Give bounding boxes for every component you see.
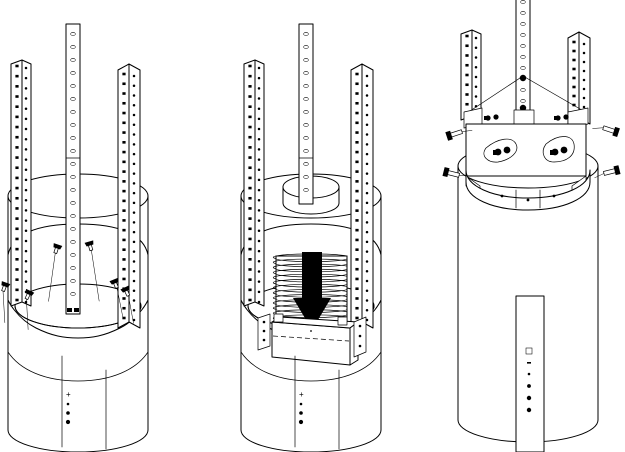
panel-3-drawing (442, 0, 621, 452)
rail-left-3 (460, 29, 482, 121)
door-strip-markers-2: + (298, 390, 304, 425)
chassis-module (271, 313, 359, 366)
rail-left-2 (243, 59, 265, 307)
mounting-screw (120, 285, 134, 324)
plate-fastener-row (484, 114, 569, 121)
rail-right-2 (350, 63, 374, 329)
cutout-hardware-right (550, 146, 568, 156)
svg-text:+: + (299, 390, 304, 399)
side-bracket-left-2 (257, 313, 271, 351)
rail-left-1-holes (15, 64, 28, 304)
panel-step-2: + (228, 0, 428, 452)
rail-center-1 (65, 23, 81, 315)
mounting-screw (592, 125, 620, 137)
front-seam-2 (240, 351, 382, 450)
rail-left-1 (10, 59, 32, 307)
insertion-arrow (293, 252, 331, 330)
rail-center-2 (298, 23, 314, 205)
mounting-screw (109, 277, 124, 318)
svg-text:+: + (66, 390, 71, 399)
mounting-screw (1, 281, 11, 323)
screw-group-1 (1, 240, 134, 330)
panel-step-1: + (0, 0, 215, 452)
panel-step-3 (440, 0, 625, 452)
rim-band-3 (465, 169, 591, 211)
brace-lines-3 (466, 75, 588, 114)
mounting-screw (48, 243, 63, 302)
panel-2-drawing: + (240, 23, 382, 452)
mounting-screw (445, 129, 473, 141)
front-seam-1 (7, 351, 149, 450)
door-strip-markers-3 (525, 347, 533, 413)
door-strip-markers-1: + (65, 390, 71, 425)
mounting-screw (24, 288, 35, 330)
panel-1-drawing: + (1, 23, 149, 452)
rail-center-3 (515, 0, 531, 117)
mounting-screw (84, 240, 100, 302)
side-bracket-right-2 (353, 316, 367, 358)
mounting-screw (442, 167, 470, 178)
rail-right-1 (117, 63, 141, 329)
cutout-hardware-left (493, 146, 511, 156)
mounting-screw (594, 165, 621, 179)
screw-group-3 (442, 125, 621, 179)
